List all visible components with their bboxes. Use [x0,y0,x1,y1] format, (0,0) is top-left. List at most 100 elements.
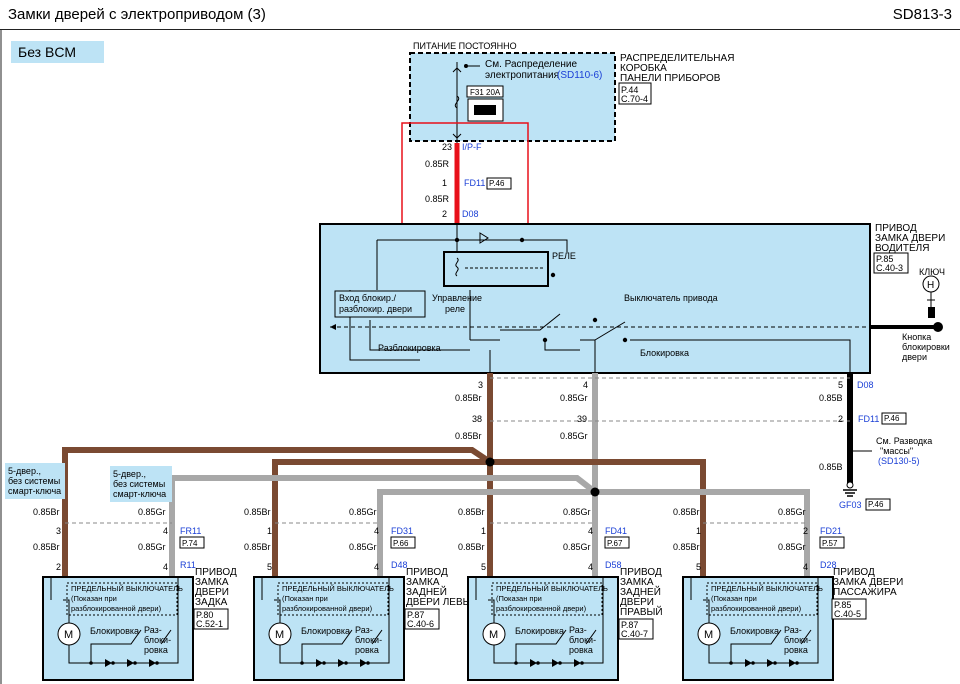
no-bcm-badge: Без BCM [11,41,104,63]
ground-terminal [846,481,854,489]
door-switch-wire [475,577,597,663]
door-unlock-3: ровка [784,645,808,655]
door-cpage: C.40-6 [407,619,434,629]
junction-dot [111,661,115,665]
driver-page: P.85 [876,254,893,264]
jbox-page: P.44 [621,85,638,95]
door-conn2: D58 [605,560,622,570]
door-pin-br-top: 1 [267,526,272,536]
door-unlock-1: Раз- [784,625,802,635]
door-wire-br2: 0.85Br [33,542,60,552]
see-power-ref: (SD110-6) [557,70,602,81]
door-unlock-1: Раз- [144,625,162,635]
door-unlock-3: ровка [569,645,593,655]
gf03-ref: P.46 [868,500,884,509]
ground-see-2: "массы" [880,446,913,456]
door-wire-gr: 0.85Gr [138,507,166,517]
door-wire-br: 0.85Br [673,507,700,517]
driver-name-2: ЗАМКА ДВЕРИ [875,233,945,244]
power-label: ПИТАНИЕ ПОСТОЯННО [413,41,517,51]
door-limit-frame [277,582,389,616]
door-wire-gr2: 0.85Gr [563,542,591,552]
jbox-cpage: C.70-4 [621,94,648,104]
door-conn: FR11 [180,526,201,536]
header: Замки дверей с электроприводом (3) SD813… [0,0,960,30]
door-pin-br-top: 3 [56,526,61,536]
door-lock-label: Блокировка [515,626,564,636]
door-shown-1: (Показан при [71,594,117,603]
door-pin-br-bot: 2 [56,562,61,572]
pin-2-lower: 2 [838,414,843,424]
door-page-box [404,608,440,630]
wire-085r-2: 0.85R [425,194,450,204]
wire-gr-2: 0.85Gr [560,431,588,441]
door-ref: P.57 [822,539,838,548]
door-wire-br2: 0.85Br [244,542,271,552]
diode-icon [574,659,581,667]
door-page-box [193,608,229,630]
junction-dot [558,661,562,665]
diode-icon [530,659,537,667]
door-conn: FD21 [820,526,842,536]
door-lock-label: Блокировка [90,626,139,636]
lock-button-knob [933,322,943,332]
gf03-ref-box [865,498,891,511]
diode-icon [552,659,559,667]
link-arrow [330,324,336,330]
junction-dot [542,337,548,343]
junction-dot [729,661,733,665]
driver-ref-box [873,252,909,274]
door-shown-2: разблокированной двери) [711,604,802,613]
junction-dot [322,661,326,665]
fuse-icon [474,105,496,115]
motor-symbol: M [64,629,73,641]
conn-ipf: I/P-F [462,142,482,152]
door-page-box [831,598,867,620]
pin-38: 38 [472,414,482,424]
diode-icon [316,659,323,667]
door-unlock-2: блоки- [569,635,596,645]
junction-dot [751,661,755,665]
door-page: P.87 [621,620,638,630]
motor-symbol: M [704,629,713,641]
door-lock-label: Блокировка [301,626,350,636]
wire-b-2: 0.85B [819,462,843,472]
junction-dot [344,661,348,665]
input-label-box [334,290,426,318]
diode-icon [360,659,367,667]
door-name-3: ПАССАЖИРА [833,587,897,598]
note-gray-2: без системы [113,479,165,489]
junction-dot [622,337,628,343]
key-button-3: двери [902,352,927,362]
relay-coil [455,257,459,277]
key-button-2: блокировки [902,342,950,352]
door-pin-gr-bot: 4 [588,562,593,572]
diode-icon [105,659,112,667]
ground-icon [843,489,857,497]
junction-dot [536,661,540,665]
door-shown-1: (Показан при [711,594,757,603]
door-cpage: C.40-7 [621,629,648,639]
door-shown-1: (Показан при [496,594,542,603]
door-wire-gr: 0.85Gr [778,507,806,517]
fd11-lower-ref-box [881,412,907,425]
diode-icon [745,659,752,667]
page-title: Замки дверей с электроприводом (3) [8,6,266,23]
door-pin-br-top: 1 [696,526,701,536]
key-button-1: Кнопка [902,332,931,342]
ground-see-1: См. Разводка [876,436,932,446]
door-conn2: R11 [180,560,196,570]
door-unlock-3: ровка [144,645,168,655]
door-wire-gr: 0.85Gr [563,507,591,517]
door-page: P.85 [834,600,851,610]
door-limit-label: ПРЕДЕЛЬНЫЙ ВЫКЛЮЧАТЕЛЬ [711,584,823,593]
door-unlock-3: ровка [355,645,379,655]
door-name-1: ПРИВОД [406,567,448,578]
door-unlock-1: Раз- [355,625,373,635]
driver-switch-label: Выключатель привода [624,293,718,303]
door-page: P.87 [407,610,424,620]
door-switch-wire [690,577,812,663]
junction-dot [580,661,584,665]
door-unlock-2: блоки- [355,635,382,645]
door-shown-1: (Показан при [282,594,328,603]
